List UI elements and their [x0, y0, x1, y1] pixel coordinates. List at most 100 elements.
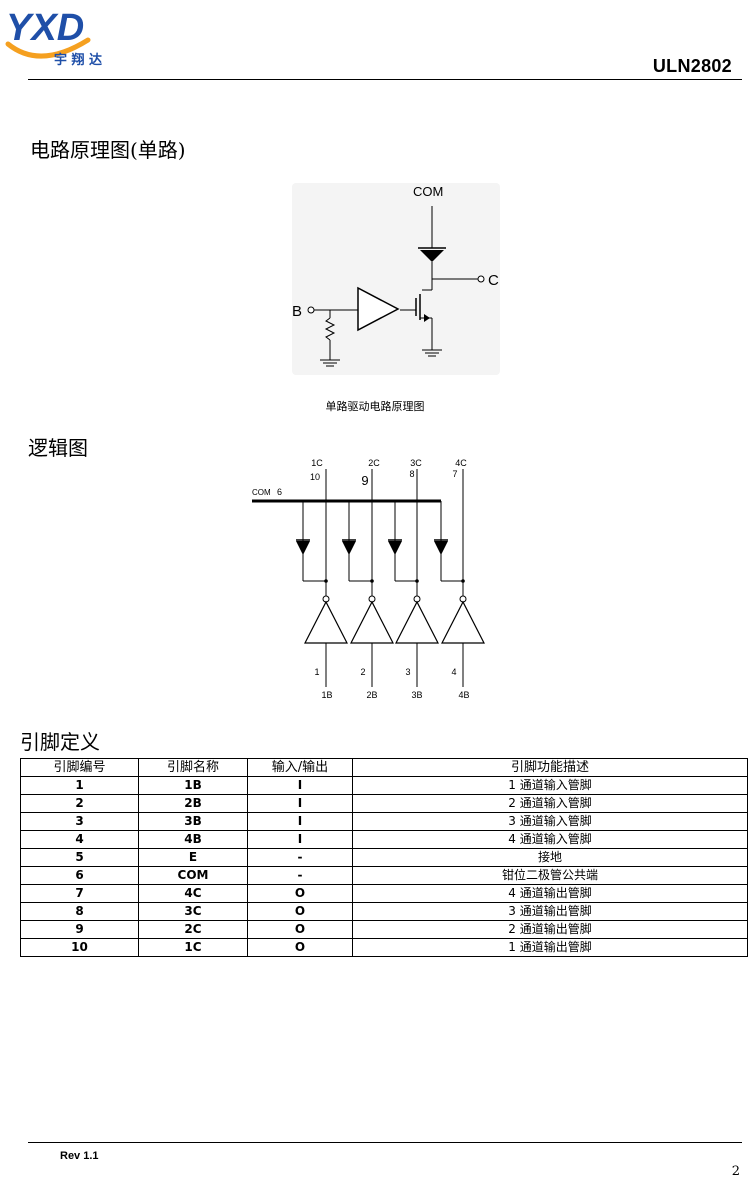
pull-down-resistor — [324, 317, 336, 341]
output-pin-4: 7 — [452, 469, 457, 479]
diode-1 — [296, 541, 310, 555]
logo-subtitle: 宇 翔 达 — [54, 52, 102, 68]
inverter-3 — [395, 600, 439, 644]
header-pin-name: 引脚名称 — [138, 758, 248, 777]
cell-io: - — [247, 848, 353, 867]
cell-pin-name: 4B — [138, 830, 248, 849]
cell-description: 3 通道输出管脚 — [352, 902, 748, 921]
cell-io: O — [247, 938, 353, 957]
logic-section-title: 逻辑图 — [28, 436, 88, 460]
diode-3 — [388, 541, 402, 555]
cell-pin-number: 8 — [20, 902, 139, 921]
junction-dot-3 — [415, 579, 419, 583]
input-label-2: 2B — [366, 690, 377, 700]
output-pin-2: 9 — [361, 473, 368, 488]
cell-pin-number: 5 — [20, 848, 139, 867]
cell-io: I — [247, 776, 353, 795]
header-io: 输入/输出 — [247, 758, 353, 777]
cell-pin-number: 3 — [20, 812, 139, 831]
company-logo: YXD 宇 翔 达 — [5, 7, 102, 68]
cell-description: 3 通道输入管脚 — [352, 812, 748, 831]
transistor-arrow — [424, 314, 430, 322]
junction-dot-4 — [461, 579, 465, 583]
cell-pin-name: 1B — [138, 776, 248, 795]
cell-pin-number: 10 — [20, 938, 139, 957]
junction-dot-2 — [370, 579, 374, 583]
com-bus-label: COM — [252, 488, 271, 497]
table-header-row: 引脚编号 引脚名称 输入/输出 引脚功能描述 — [20, 758, 748, 777]
c-label: C — [488, 272, 499, 289]
inverter-1 — [304, 600, 348, 644]
part-number: ULN2802 — [652, 56, 732, 76]
cell-io: O — [247, 902, 353, 921]
output-label-2: 2C — [368, 458, 380, 468]
inverter-2 — [350, 600, 394, 644]
output-label-4: 4C — [455, 458, 467, 468]
circuit-caption: 单路驱动电路原理图 — [325, 400, 425, 413]
cell-description: 1 通道输出管脚 — [352, 938, 748, 957]
output-pin-1: 10 — [310, 472, 320, 482]
cell-pin-name: 3B — [138, 812, 248, 831]
cell-pin-number: 2 — [20, 794, 139, 813]
cell-description: 2 通道输出管脚 — [352, 920, 748, 939]
cell-description: 4 通道输出管脚 — [352, 884, 748, 903]
single-channel-schematic: COM C B — [292, 184, 499, 367]
header-divider — [28, 79, 742, 80]
diode-2 — [342, 541, 356, 555]
cell-pin-name: 2B — [138, 794, 248, 813]
input-pin-1: 1 — [314, 667, 319, 677]
cell-pin-number: 4 — [20, 830, 139, 849]
cell-description: 1 通道输入管脚 — [352, 776, 748, 795]
input-pin-2: 2 — [360, 667, 365, 677]
c-terminal — [477, 275, 485, 283]
input-pin-4: 4 — [451, 667, 456, 677]
cell-description: 2 通道输入管脚 — [352, 794, 748, 813]
revision-label: Rev 1.1 — [60, 1150, 99, 1162]
cell-description: 接地 — [352, 848, 748, 867]
output-label-1: 1C — [311, 458, 323, 468]
cell-pin-name: 1C — [138, 938, 248, 957]
output-pin-3: 8 — [409, 469, 414, 479]
cell-pin-name: 2C — [138, 920, 248, 939]
cell-io: - — [247, 866, 353, 885]
cell-pin-number: 1 — [20, 776, 139, 795]
cell-io: I — [247, 794, 353, 813]
input-label-1: 1B — [321, 690, 332, 700]
cell-io: O — [247, 884, 353, 903]
b-label: B — [292, 303, 302, 320]
cell-pin-name: COM — [138, 866, 248, 885]
b-terminal — [307, 306, 315, 314]
circuit-section-title: 电路原理图(单路) — [30, 138, 186, 162]
footer-divider — [28, 1142, 742, 1143]
output-label-3: 3C — [410, 458, 422, 468]
cell-description: 4 通道输入管脚 — [352, 830, 748, 849]
inverter-4 — [441, 600, 485, 644]
com-bus-pin: 6 — [277, 487, 282, 497]
cell-pin-name: 3C — [138, 902, 248, 921]
input-pin-3: 3 — [405, 667, 410, 677]
pin-section-title: 引脚定义 — [20, 730, 100, 754]
logic-diagram: 1C 2C 3C 4C 10 9 8 7 COM 6 1 2 3 4 1B 2B… — [252, 458, 485, 700]
cell-pin-name: E — [138, 848, 248, 867]
clamp-diode — [420, 250, 444, 262]
cell-pin-number: 9 — [20, 920, 139, 939]
cell-io: I — [247, 812, 353, 831]
cell-io: O — [247, 920, 353, 939]
header-description: 引脚功能描述 — [352, 758, 748, 777]
cell-io: I — [247, 830, 353, 849]
cell-pin-name: 4C — [138, 884, 248, 903]
logo-letters: YXD — [6, 7, 84, 49]
com-label: COM — [413, 184, 443, 199]
page-number: 2 — [731, 1164, 740, 1179]
header-pin-number: 引脚编号 — [20, 758, 139, 777]
